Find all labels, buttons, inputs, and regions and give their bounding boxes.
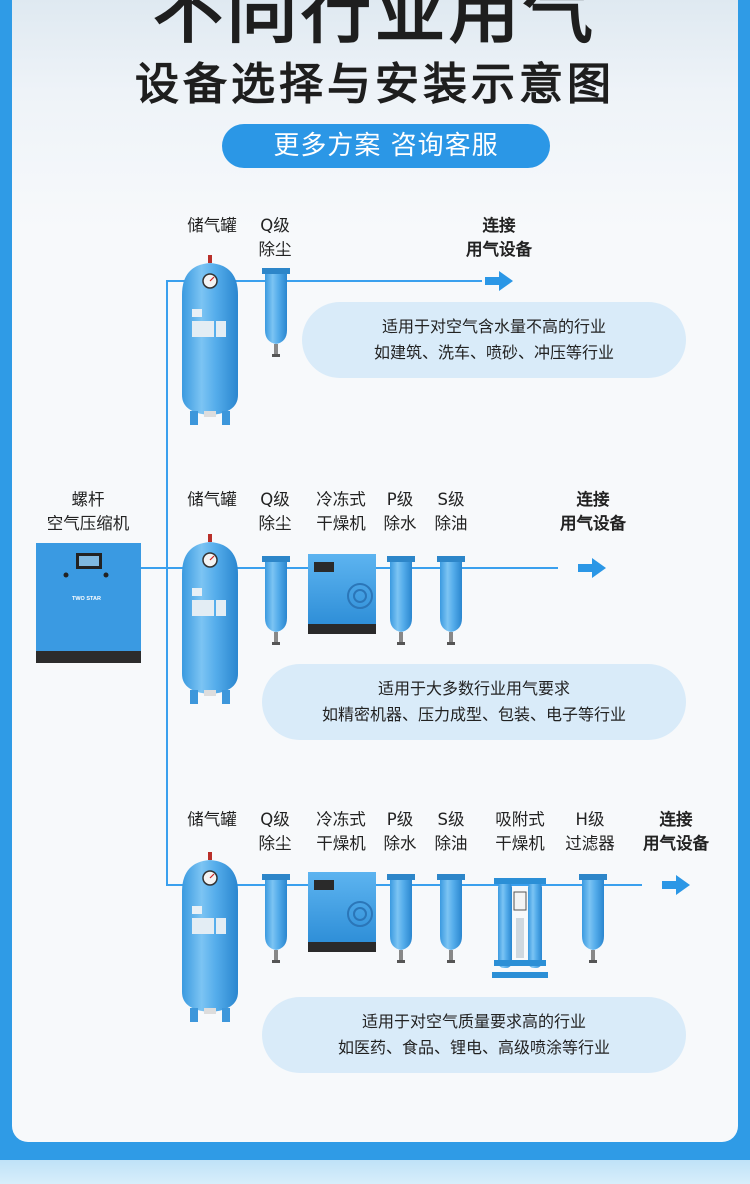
row2-note-line-2: 如精密机器、压力成型、包装、电子等行业 <box>321 705 626 724</box>
row3-note-line-1: 适用于对空气质量要求高的行业 <box>361 1012 586 1031</box>
brand-text: TWO STAR <box>72 596 101 602</box>
row2-p-label-2: 除水 <box>383 514 417 533</box>
row1-pipe <box>166 280 482 282</box>
row3-q-label-2: 除尘 <box>258 834 292 853</box>
row3-air-tank <box>178 852 242 1022</box>
row1-arrow-icon <box>485 271 513 291</box>
row2-dryer-label-1: 冷冻式 <box>316 490 366 509</box>
row3-note-line-2: 如医药、食品、锂电、高级喷涂等行业 <box>337 1038 610 1057</box>
row3-h-label-2: 过滤器 <box>565 834 615 853</box>
row2-note-line-1: 适用于大多数行业用气要求 <box>377 679 570 698</box>
row1-note-line-1: 适用于对空气含水量不高的行业 <box>381 317 606 336</box>
compressor-label-2: 空气压缩机 <box>46 514 130 533</box>
row2-q-filter <box>261 556 291 646</box>
row3-p-filter <box>386 874 416 964</box>
row2-s-label-1: S级 <box>437 490 465 509</box>
consult-button[interactable]: 更多方案 咨询客服 <box>222 124 550 168</box>
row3-s-label-1: S级 <box>437 810 465 829</box>
row2-note: 适用于大多数行业用气要求 如精密机器、压力成型、包装、电子等行业 <box>262 664 686 740</box>
row3-refrigerated-dryer <box>308 872 376 952</box>
row3-dryer-label-1: 冷冻式 <box>316 810 366 829</box>
row3-connect-1: 连接 <box>659 810 693 829</box>
row2-p-label-1: P级 <box>386 490 414 509</box>
row3-tank-label: 储气罐 <box>187 810 237 829</box>
row2-s-label-2: 除油 <box>434 514 468 533</box>
row2-s-filter <box>436 556 466 646</box>
row3-s-label-2: 除油 <box>434 834 468 853</box>
row3-q-filter <box>261 874 291 964</box>
page-title: 不同行业用气 <box>153 0 597 53</box>
row3-s-filter <box>436 874 466 964</box>
row1-note-line-2: 如建筑、洗车、喷砂、冲压等行业 <box>373 343 614 362</box>
row2-tank-label: 储气罐 <box>187 490 237 509</box>
row2-refrigerated-dryer <box>308 554 376 634</box>
page-subtitle: 设备选择与安装示意图 <box>135 59 615 110</box>
row1-tank-label: 储气罐 <box>187 216 237 235</box>
row1-connect-2: 用气设备 <box>466 240 532 259</box>
row3-connect-2: 用气设备 <box>643 834 709 853</box>
row2-q-label-2: 除尘 <box>258 514 292 533</box>
row2-q-label-1: Q级 <box>260 490 290 509</box>
row2-p-filter <box>386 556 416 646</box>
row1-note: 适用于对空气含水量不高的行业 如建筑、洗车、喷砂、冲压等行业 <box>302 302 686 378</box>
row1-air-tank <box>178 255 242 425</box>
row3-q-label-1: Q级 <box>260 810 290 829</box>
row1-q-label-2: 除尘 <box>258 240 292 259</box>
row2-arrow-icon <box>578 558 606 578</box>
main-pipe-vertical <box>166 280 168 886</box>
row2-connect-1: 连接 <box>576 490 610 509</box>
row3-adsorption-dryer <box>488 868 552 978</box>
bottom-strip <box>0 1160 750 1184</box>
row3-h-label-1: H级 <box>575 810 605 829</box>
row3-adsorb-label-1: 吸附式 <box>495 810 545 829</box>
row3-dryer-label-2: 干燥机 <box>316 834 366 853</box>
row2-air-tank <box>178 534 242 704</box>
compressor-outlet-pipe <box>141 567 168 569</box>
row3-note: 适用于对空气质量要求高的行业 如医药、食品、锂电、高级喷涂等行业 <box>262 997 686 1073</box>
row3-adsorb-label-2: 干燥机 <box>495 834 545 853</box>
row2-dryer-label-2: 干燥机 <box>316 514 366 533</box>
row1-q-filter <box>261 268 291 358</box>
row2-connect-2: 用气设备 <box>560 514 626 533</box>
row3-p-label-1: P级 <box>386 810 414 829</box>
row3-arrow-icon <box>662 875 690 895</box>
row3-p-label-2: 除水 <box>383 834 417 853</box>
compressor-label-1: 螺杆 <box>71 490 105 509</box>
screw-compressor: TWO STAR <box>36 543 141 663</box>
row3-h-filter <box>578 874 608 964</box>
row1-q-label-1: Q级 <box>260 216 290 235</box>
row1-connect-1: 连接 <box>482 216 516 235</box>
